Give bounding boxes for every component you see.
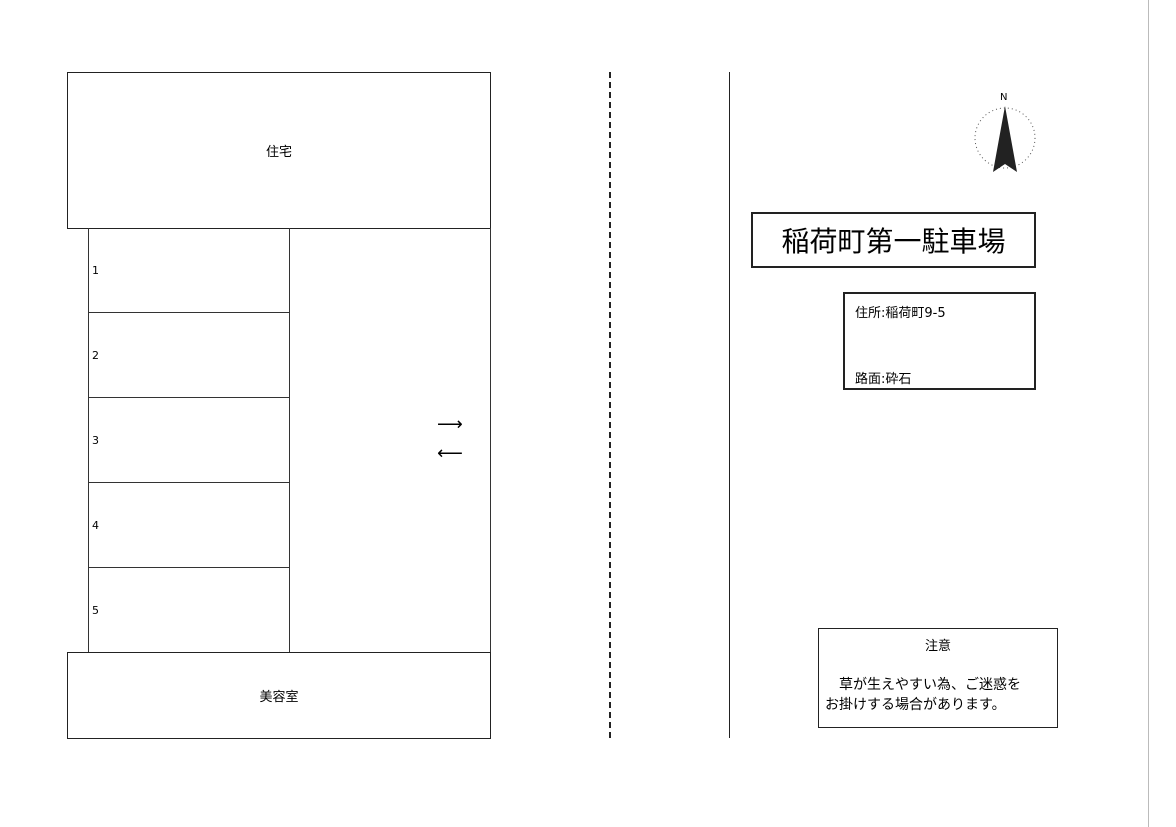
north-label: N [1000,92,1008,103]
info-box: 住所:稲荷町9-5 路面:砕石 [843,292,1036,390]
lot-title: 稲荷町第一駐車場 [751,212,1036,268]
slot-number: 3 [92,434,99,447]
house-building: 住宅 [67,72,491,229]
notice-box: 注意 草が生えやすい為、ご迷惑を お掛けする場合があります。 [818,628,1058,728]
salon-building: 美容室 [67,652,491,739]
slot-number: 2 [92,349,99,362]
notice-line: お掛けする場合があります。 [825,697,1006,713]
road-centerline [609,72,611,738]
address-text: 住所:稲荷町9-5 [855,306,946,321]
parking-slot-2: 2 [88,313,290,398]
notice-heading: 注意 [924,639,951,654]
slot-number: 4 [92,519,99,532]
slot-number: 5 [92,604,99,617]
road-edge [729,72,730,738]
house-label: 住宅 [265,145,292,160]
slot-number: 1 [92,264,99,277]
parking-slot-3: 3 [88,398,290,483]
arrow-right-icon: ⟶ [437,414,463,435]
notice-line: 草が生えやすい為、ご迷惑を [839,677,1021,693]
parking-slot-5: 5 [88,568,290,653]
slot-divider [289,228,290,653]
surface-text: 路面:砕石 [855,372,912,387]
parking-slot-1: 1 [88,228,290,313]
page-edge [1148,0,1149,827]
parking-lot [88,228,491,653]
north-compass-icon: N [970,92,1040,177]
parking-slot-4: 4 [88,483,290,568]
arrow-left-icon: ⟵ [437,443,463,464]
salon-label: 美容室 [259,690,299,705]
title-text: 稲荷町第一駐車場 [781,225,1006,258]
